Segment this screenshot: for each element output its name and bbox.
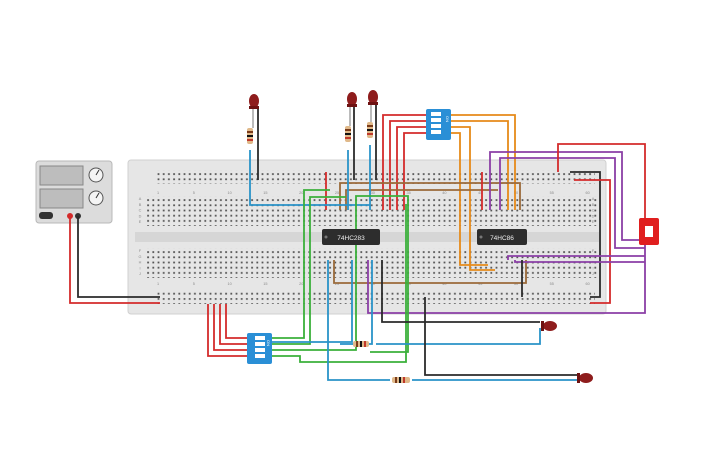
dip-bottom-toggle[interactable] — [255, 342, 265, 346]
slide-switch[interactable] — [639, 218, 659, 245]
led-top-1[interactable] — [249, 94, 259, 128]
dip-switch-bottom[interactable]: ON — [247, 333, 272, 364]
dip-bottom-on-label: ON — [266, 340, 271, 346]
column-number: 1 — [157, 282, 159, 286]
column-number: 30 — [371, 191, 375, 195]
chip-74hc86[interactable]: 74HC86 — [477, 229, 527, 245]
column-number: 35 — [406, 191, 410, 195]
row-letter: E — [592, 220, 595, 224]
column-number: 50 — [514, 191, 518, 195]
dip-top-toggle[interactable] — [431, 130, 441, 134]
row-letter: G — [139, 255, 142, 259]
row-letter: H — [139, 261, 142, 265]
column-number: 20 — [299, 282, 303, 286]
column-number: 40 — [442, 282, 446, 286]
row-letter: C — [592, 209, 595, 213]
column-number: 60 — [585, 191, 589, 195]
resistor-5[interactable] — [392, 377, 410, 383]
led-bottom-2[interactable] — [577, 373, 593, 383]
column-number: 10 — [227, 191, 231, 195]
row-letter: I — [139, 266, 140, 270]
chip-74hc86-label: 74HC86 — [490, 235, 514, 242]
row-letter: C — [139, 209, 142, 213]
resistor-2[interactable] — [345, 126, 351, 142]
row-letter: E — [139, 220, 142, 224]
led-top-2[interactable] — [347, 92, 357, 126]
row-letter: F — [139, 249, 142, 253]
wires — [69, 104, 646, 381]
dip-top-toggle[interactable] — [431, 118, 441, 122]
column-number: 60 — [585, 282, 589, 286]
dip-switch-top[interactable]: ON — [426, 109, 451, 140]
row-letter: I — [592, 266, 593, 270]
column-number: 10 — [227, 282, 231, 286]
column-number: 40 — [442, 191, 446, 195]
led-bottom-1[interactable] — [541, 321, 557, 331]
row-letter: B — [139, 203, 142, 207]
column-number: 55 — [550, 191, 554, 195]
power-toggle[interactable] — [39, 212, 53, 219]
chip-74hc283[interactable]: 74HC283 — [322, 229, 380, 245]
column-number: 5 — [193, 191, 195, 195]
dip-bottom-toggle[interactable] — [255, 354, 265, 358]
column-number: 5 — [193, 282, 195, 286]
power-supply[interactable] — [35, 160, 113, 224]
row-letter: J — [592, 272, 594, 276]
row-letter: A — [592, 197, 595, 201]
column-number: 25 — [335, 282, 339, 286]
led-top-3[interactable] — [368, 90, 378, 122]
row-letter: F — [592, 249, 595, 253]
column-number: 15 — [263, 191, 267, 195]
resistor-1[interactable] — [247, 128, 253, 144]
row-letter: D — [592, 214, 595, 218]
column-number: 45 — [478, 191, 482, 195]
dip-top-toggle[interactable] — [431, 124, 441, 128]
chip-74hc283-label: 74HC283 — [337, 235, 365, 242]
column-number: 55 — [550, 282, 554, 286]
dip-top-on-label: ON — [445, 116, 450, 122]
column-number: 15 — [263, 282, 267, 286]
row-letter: D — [139, 214, 142, 218]
dip-top-toggle[interactable] — [431, 112, 441, 116]
column-number: 50 — [514, 282, 518, 286]
dip-bottom-toggle[interactable] — [255, 348, 265, 352]
resistor-3[interactable] — [367, 122, 373, 138]
column-number: 25 — [335, 191, 339, 195]
column-number: 20 — [299, 191, 303, 195]
row-letter: A — [139, 197, 142, 201]
column-number: 1 — [157, 191, 159, 195]
dip-bottom-toggle[interactable] — [255, 336, 265, 340]
column-number: 45 — [478, 282, 482, 286]
resistor-4[interactable] — [353, 341, 369, 347]
row-letter: J — [139, 272, 141, 276]
row-letter: B — [592, 203, 595, 207]
